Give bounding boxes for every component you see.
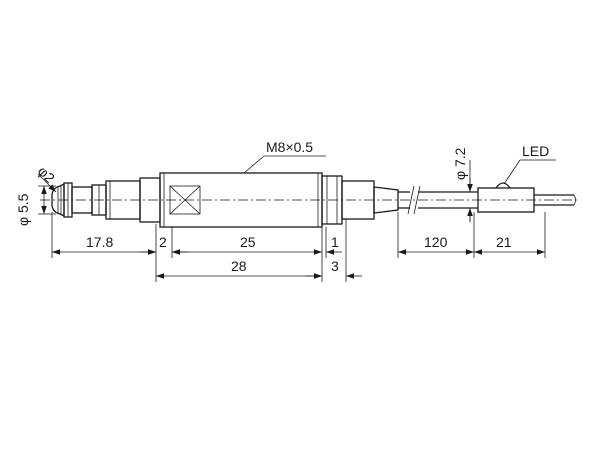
dim-3: 3 [331,258,339,274]
extension-lines [51,212,546,282]
dim-row-2: 28 3 [156,258,362,279]
dim-dia-cable: φ 7.2 [452,147,473,222]
cable [398,185,478,215]
dia-cable-label: φ 7.2 [452,147,468,180]
dim-dia-left: φ 5.5 [15,185,56,226]
dim-1: 1 [331,234,339,250]
thread-label: M8×0.5 [266,139,313,155]
dim-2: 2 [159,234,167,250]
rear-body [341,180,399,220]
dim-28: 28 [231,258,247,274]
dim-25: 25 [240,234,256,250]
dim-17-8: 17.8 [86,234,113,250]
dim-dia-tip: φ2 [35,163,58,193]
dim-120: 120 [424,234,448,250]
led-leader [503,159,521,185]
thread-leader [243,155,265,174]
dim-row-1: 17.8 2 25 1 120 21 [52,234,545,255]
dim-21: 21 [496,234,512,250]
led-unit [477,182,576,213]
led-label: LED [522,143,549,159]
dia-left-label: φ 5.5 [15,193,31,226]
dia-tip-label: φ2 [35,163,58,186]
